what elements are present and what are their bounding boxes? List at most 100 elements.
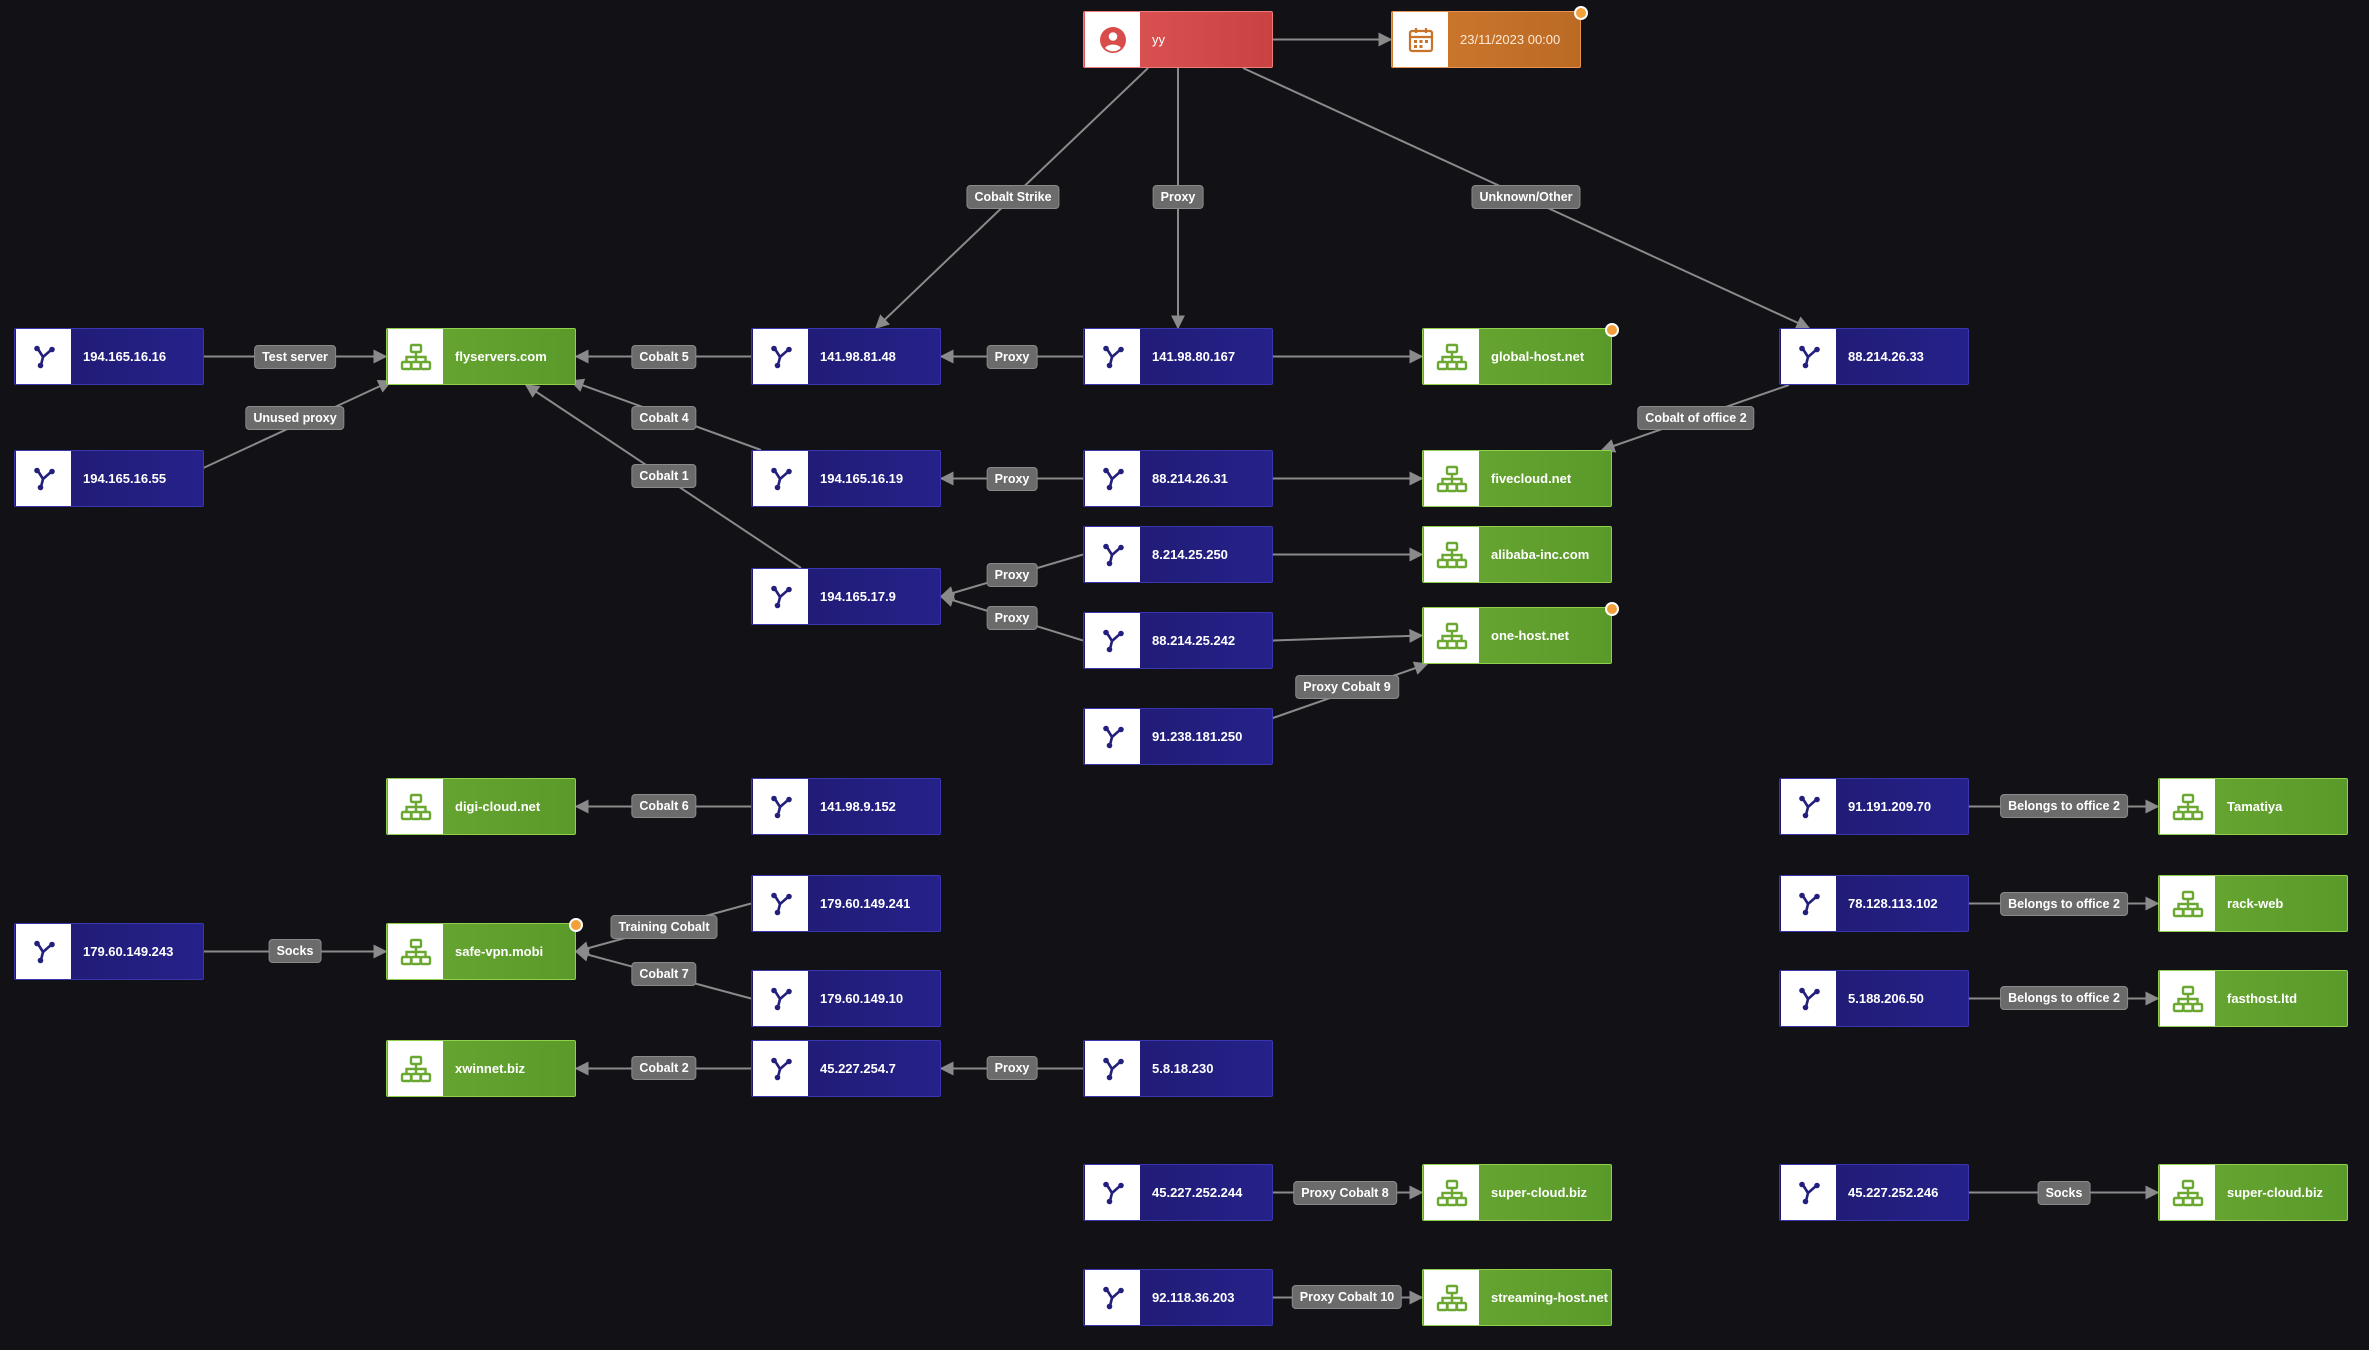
node-ip-179-60-149-241[interactable]: 179.60.149.241 [751,875,941,932]
node-ip-5-8-18-230[interactable]: 5.8.18.230 [1083,1040,1273,1097]
edge-label[interactable]: Cobalt Strike [966,185,1060,209]
network-icon [1085,613,1140,668]
node-ip-78-128-113-102[interactable]: 78.128.113.102 [1779,875,1969,932]
node-label: 194.165.16.19 [820,471,904,486]
node-digi-cloud[interactable]: digi-cloud.net [386,778,576,835]
domain-icon [2160,779,2215,834]
node-ip-194-165-17-9[interactable]: 194.165.17.9 [751,568,941,625]
node-date1[interactable]: 23/11/2023 00:00 [1391,6,1588,68]
node-label: digi-cloud.net [455,799,541,814]
node-ip-194-165-16-19[interactable]: 194.165.16.19 [751,450,941,507]
person-icon [1085,12,1140,67]
edge-label[interactable]: Proxy [986,606,1038,630]
edge-ip-88-214-25-242-to-one-host[interactable] [1272,628,1424,643]
node-label: super-cloud.biz [1491,1185,1588,1200]
node-ip-194-165-16-16[interactable]: 194.165.16.16 [14,328,204,385]
network-icon [16,924,71,979]
edge-label[interactable]: Cobalt 6 [631,794,697,818]
domain-icon [388,779,443,834]
node-one-host[interactable]: one-host.net [1422,602,1619,664]
node-label: fivecloud.net [1491,471,1572,486]
domain-icon [1424,1165,1479,1220]
node-ip-45-227-252-244[interactable]: 45.227.252.244 [1083,1164,1273,1221]
edge-label[interactable]: Unused proxy [245,406,345,430]
domain-icon [2160,971,2215,1026]
node-ip-194-165-16-55[interactable]: 194.165.16.55 [14,450,204,507]
node-ip-141-98-80-167[interactable]: 141.98.80.167 [1083,328,1273,385]
network-icon [1781,876,1836,931]
edge-label[interactable]: Cobalt 4 [631,406,697,430]
node-fasthost[interactable]: fasthost.ltd [2158,970,2348,1027]
node-ip-45-227-254-7[interactable]: 45.227.254.7 [751,1040,941,1097]
edge-label[interactable]: Belongs to office 2 [2000,892,2128,916]
node-label: 8.214.25.250 [1152,547,1228,562]
edge-label[interactable]: Socks [268,939,322,963]
node-rack-web[interactable]: rack-web [2158,875,2348,932]
edge-label[interactable]: Unknown/Other [1471,185,1581,209]
edge-label[interactable]: Proxy Cobalt 10 [1291,1285,1403,1309]
note-badge-icon[interactable] [569,918,583,932]
edge-label[interactable]: Cobalt 7 [631,962,697,986]
edge-label[interactable]: Proxy [986,1056,1038,1080]
edge-label[interactable]: Cobalt of office 2 [1637,406,1755,430]
node-ip-5-188-206-50[interactable]: 5.188.206.50 [1779,970,1969,1027]
domain-icon [388,924,443,979]
domain-icon [1424,527,1479,582]
node-safe-vpn[interactable]: safe-vpn.mobi [386,918,583,980]
node-label: 45.227.252.246 [1848,1185,1939,1200]
node-yy[interactable]: yy [1083,11,1273,68]
edge-label[interactable]: Proxy Cobalt 8 [1293,1181,1397,1205]
node-ip-45-227-252-246[interactable]: 45.227.252.246 [1779,1164,1969,1221]
edge-label[interactable]: Test server [254,345,336,369]
node-xwinnet[interactable]: xwinnet.biz [386,1040,576,1097]
node-super-cloud-1[interactable]: super-cloud.biz [1422,1164,1612,1221]
edge-label[interactable]: Cobalt 2 [631,1056,697,1080]
node-ip-91-191-209-70[interactable]: 91.191.209.70 [1779,778,1969,835]
calendar-icon [1393,12,1448,67]
edge-label[interactable]: Cobalt 1 [631,464,697,488]
node-ip-8-214-25-250[interactable]: 8.214.25.250 [1083,526,1273,583]
edge-label[interactable]: Belongs to office 2 [2000,794,2128,818]
node-streaming-host[interactable]: streaming-host.net [1422,1269,1612,1326]
node-label: 78.128.113.102 [1848,896,1938,911]
node-ip-92-118-36-203[interactable]: 92.118.36.203 [1083,1269,1273,1326]
domain-icon [2160,1165,2215,1220]
node-label: global-host.net [1491,349,1585,364]
network-icon [1085,1041,1140,1096]
node-ip-91-238-181-250[interactable]: 91.238.181.250 [1083,708,1273,765]
edge-label[interactable]: Proxy [986,467,1038,491]
node-ip-141-98-81-48[interactable]: 141.98.81.48 [751,328,941,385]
domain-icon [1424,1270,1479,1325]
edge-label[interactable]: Proxy Cobalt 9 [1295,675,1399,699]
node-global-host[interactable]: global-host.net [1422,323,1619,385]
edge-label[interactable]: Cobalt 5 [631,345,697,369]
edge-label[interactable]: Proxy [1152,185,1204,209]
node-ip-88-214-26-33[interactable]: 88.214.26.33 [1779,328,1969,385]
network-icon [1781,1165,1836,1220]
node-ip-141-98-9-152[interactable]: 141.98.9.152 [751,778,941,835]
node-label: alibaba-inc.com [1491,547,1590,562]
edge-label[interactable]: Proxy [986,345,1038,369]
node-label: 23/11/2023 00:00 [1460,32,1561,47]
node-flyservers[interactable]: flyservers.com [386,328,576,385]
edge-label[interactable]: Belongs to office 2 [2000,986,2128,1010]
edge-label[interactable]: Proxy [986,563,1038,587]
node-label: 194.165.17.9 [820,589,896,604]
note-badge-icon[interactable] [1605,602,1619,616]
node-tamatiya[interactable]: Tamatiya [2158,778,2348,835]
network-icon [753,329,808,384]
edge-label[interactable]: Training Cobalt [610,915,718,939]
node-fivecloud[interactable]: fivecloud.net [1422,450,1612,507]
node-ip-179-60-149-10[interactable]: 179.60.149.10 [751,970,941,1027]
node-label: 5.8.18.230 [1152,1061,1214,1076]
node-ip-179-60-149-243[interactable]: 179.60.149.243 [14,923,204,980]
node-super-cloud-2[interactable]: super-cloud.biz [2158,1164,2348,1221]
node-alibaba[interactable]: alibaba-inc.com [1422,526,1612,583]
node-ip-88-214-25-242[interactable]: 88.214.25.242 [1083,612,1273,669]
note-badge-icon[interactable] [1605,323,1619,337]
node-ip-88-214-26-31[interactable]: 88.214.26.31 [1083,450,1273,507]
network-icon [753,1041,808,1096]
edge-label[interactable]: Socks [2037,1181,2091,1205]
note-badge-icon[interactable] [1574,6,1588,20]
